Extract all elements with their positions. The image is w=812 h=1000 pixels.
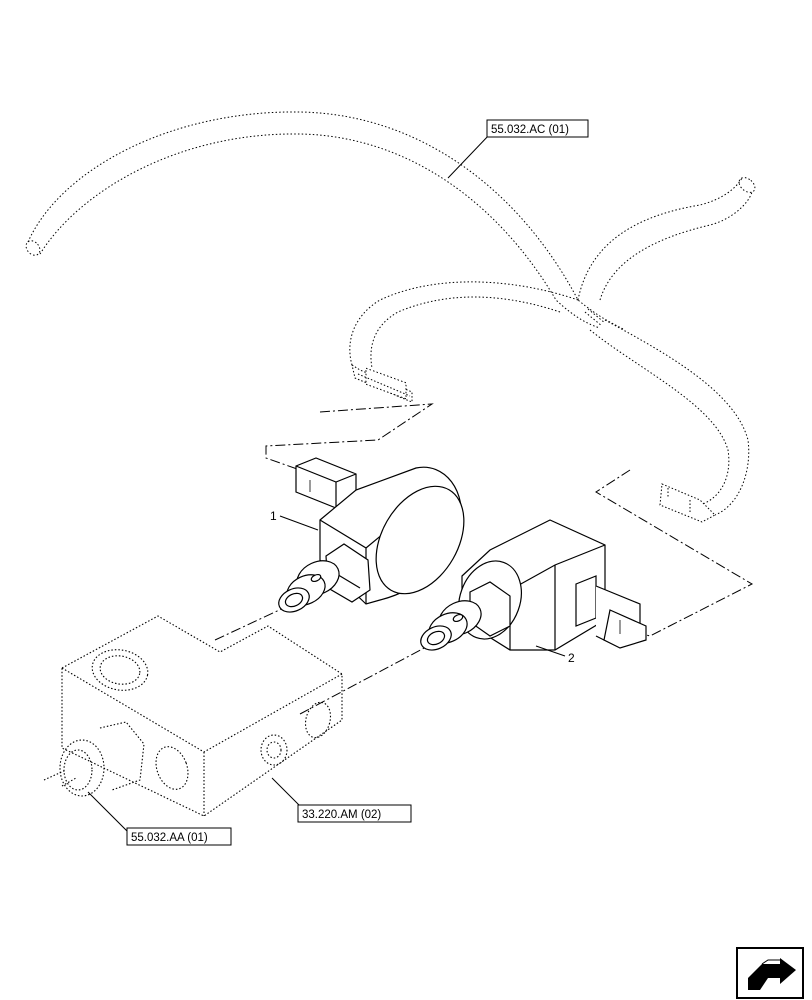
sensor-reference-label[interactable]: 55.032.AA (01) xyxy=(126,827,232,846)
svg-text:33.220.AM (02): 33.220.AM (02) xyxy=(302,809,381,821)
solenoid-valve-1 xyxy=(278,457,465,613)
valve-block xyxy=(43,615,343,817)
harness-reference-label[interactable]: 55.032.AC (01) xyxy=(486,119,589,138)
solenoid-valve-2 xyxy=(420,519,647,651)
wire-harness xyxy=(25,111,756,516)
harness-connector-a xyxy=(351,363,413,403)
item-number-1: 1 xyxy=(270,509,277,523)
harness-leader-line xyxy=(447,133,491,179)
valve-block-reference-label[interactable]: 33.220.AM (02) xyxy=(297,804,412,823)
svg-text:55.032.AC (01): 55.032.AC (01) xyxy=(491,124,569,136)
sensor-leader-line xyxy=(87,791,133,837)
next-page-arrow-icon[interactable] xyxy=(736,947,804,999)
svg-text:55.032.AA (01): 55.032.AA (01) xyxy=(131,832,208,844)
harness-connector-b xyxy=(659,483,716,523)
item-2-leader xyxy=(535,645,566,657)
item-1-leader xyxy=(279,515,319,531)
item-number-2: 2 xyxy=(568,651,575,665)
